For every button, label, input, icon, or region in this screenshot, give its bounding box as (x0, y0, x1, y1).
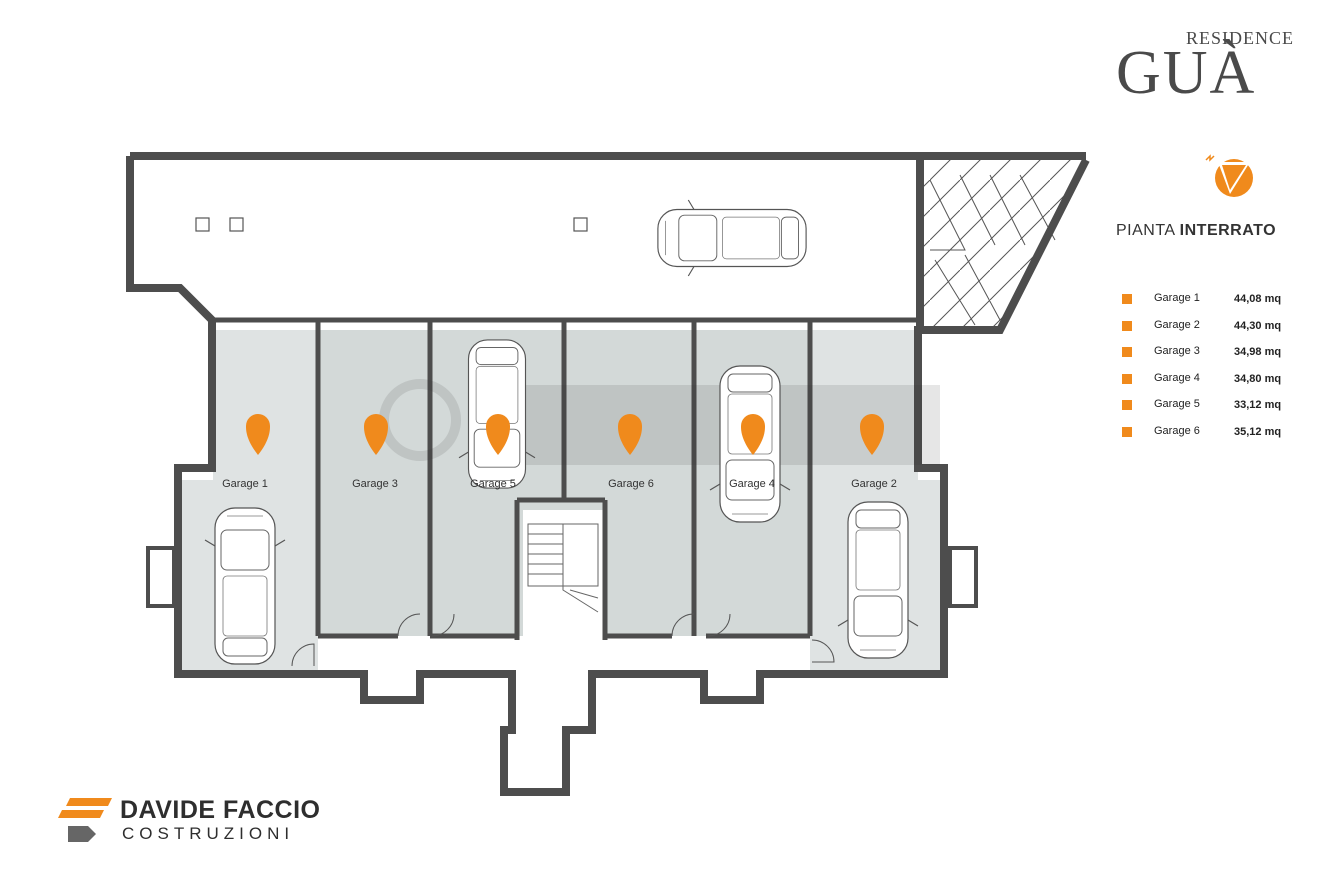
legend-item: Garage 3 34,98 mq (1120, 345, 1320, 372)
location-pin-icon (246, 414, 270, 455)
legend-item: Garage 2 44,30 mq (1120, 319, 1320, 346)
location-pin-icon (486, 414, 510, 455)
inner-walls (212, 317, 920, 640)
car-icon (458, 339, 536, 489)
legend-value: 34,98 mq (1234, 346, 1282, 358)
legend-swatch (1122, 400, 1132, 410)
legend-item: Garage 6 35,12 mq (1120, 425, 1320, 452)
room-label: Garage 4 (729, 478, 775, 490)
brand-logo: DAVIDE FACCIO COSTRUZIONI (56, 796, 356, 856)
room-label: Garage 6 (608, 478, 654, 490)
car-icon (204, 507, 286, 665)
legend-label: Garage 6 (1154, 424, 1200, 437)
legend-item: Garage 1 44,08 mq (1120, 292, 1320, 319)
watermark (379, 379, 940, 465)
legend-value: 44,30 mq (1234, 319, 1282, 332)
outer-walls (126, 152, 1090, 796)
legend-item: Garage 4 34,80 mq (1120, 372, 1320, 399)
legend-label: Garage 4 (1154, 371, 1200, 384)
legend-swatch (1122, 373, 1132, 384)
room-label: Garage 1 (222, 478, 268, 490)
garage-legend: Garage 1 44,08 mq Garage 2 44,30 mq Gara… (1120, 292, 1320, 451)
legend-swatch (1122, 320, 1132, 331)
wall-fills (146, 546, 978, 608)
legend-swatch (1122, 347, 1132, 357)
doors (291, 613, 835, 667)
plan-title-bold: INTERRATO (1179, 222, 1277, 239)
brand-name: DAVIDE FACCIO (120, 796, 321, 824)
ramp (922, 160, 1088, 330)
room-label: Garage 2 (851, 478, 897, 490)
car-icon (657, 199, 807, 277)
plan-title-prefix: PIANTA (1116, 222, 1175, 239)
location-pin-icon (860, 414, 884, 455)
legend-value: 35,12 mq (1234, 425, 1282, 438)
brand-subtitle: COSTRUZIONI (122, 824, 295, 843)
legend-swatch (1122, 426, 1132, 437)
legend-item: Garage 5 33,12 mq (1120, 398, 1320, 425)
legend-label: Garage 1 (1154, 292, 1200, 304)
legend-value: 44,08 mq (1234, 293, 1282, 305)
stairs (527, 523, 599, 613)
brand-mark-icon (58, 798, 112, 842)
logo-residence-text: RESIDENCE (1186, 28, 1294, 48)
location-pin-icon (364, 414, 388, 455)
legend-value: 33,12 mq (1234, 399, 1282, 411)
columns (195, 217, 588, 232)
location-pin-icon (741, 414, 765, 455)
logo-main-text: GUÀ (1116, 39, 1257, 107)
legend-label: Garage 5 (1154, 398, 1200, 410)
room-label: Garage 3 (352, 478, 398, 490)
legend-label: Garage 2 (1154, 318, 1200, 331)
location-pin-icon (618, 414, 642, 455)
legend-swatch (1122, 294, 1132, 304)
legend-label: Garage 3 (1154, 345, 1200, 357)
car-icon (837, 501, 919, 659)
legend-value: 34,80 mq (1234, 372, 1282, 385)
residence-logo: RESIDENCE GUÀ (1112, 24, 1302, 114)
north-compass-icon (1205, 154, 1253, 197)
plan-title: PIANTA INTERRATO (1116, 222, 1276, 240)
room-label: Garage 5 (470, 478, 516, 490)
